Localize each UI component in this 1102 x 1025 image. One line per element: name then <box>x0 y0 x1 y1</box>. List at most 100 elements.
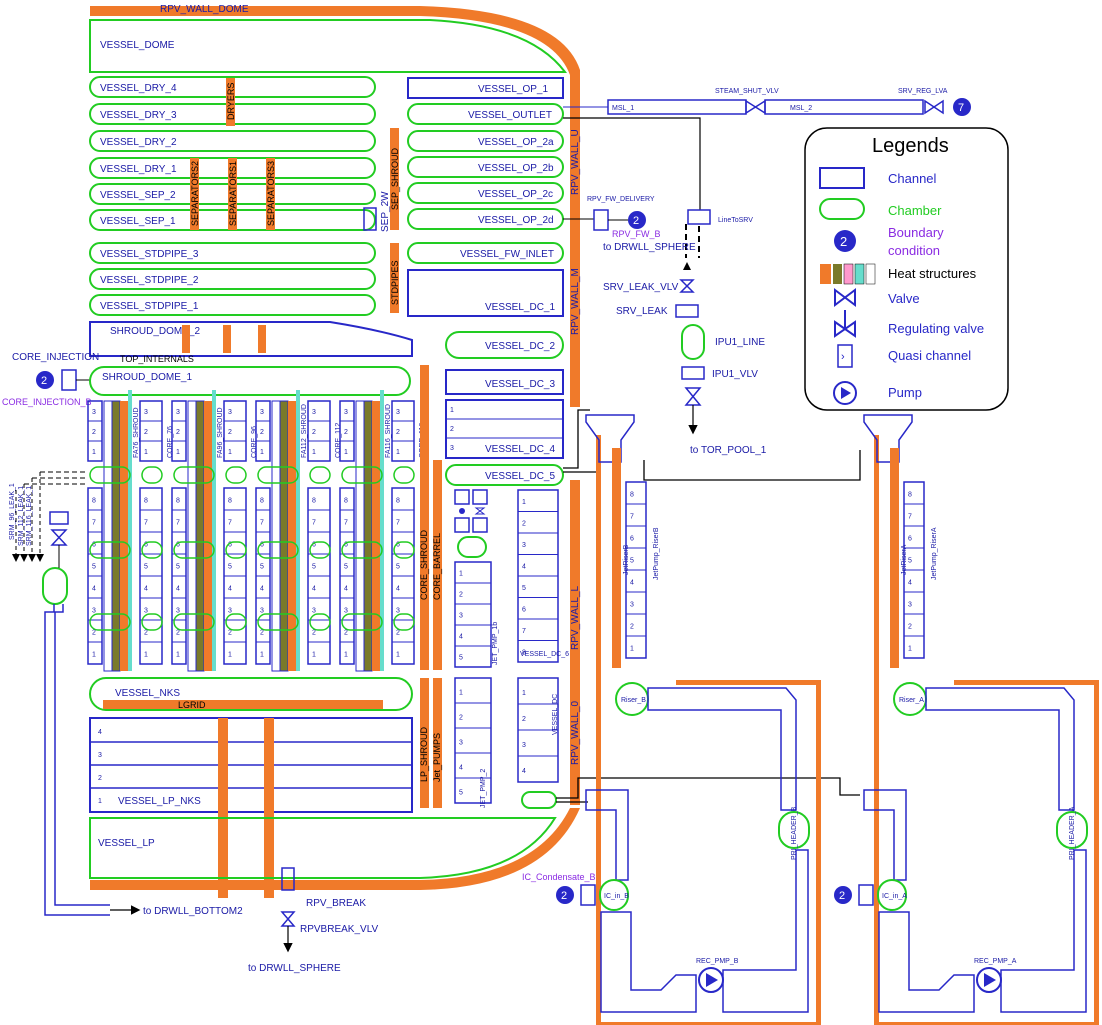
jet-pump-top[interactable] <box>454 489 488 558</box>
vessel-fw-inlet[interactable] <box>407 242 564 264</box>
separators2-heat <box>190 158 199 230</box>
msl-2[interactable] <box>764 99 924 115</box>
vessel-dry-2[interactable] <box>89 130 376 152</box>
legend-channel-icon <box>819 167 865 189</box>
legend-valve-label: Valve <box>888 291 920 306</box>
vessel-dc-3[interactable] <box>445 369 564 395</box>
ipu1-vlv-channel[interactable] <box>681 366 705 380</box>
core-injection-channel[interactable] <box>61 369 77 391</box>
shroud-dome-2[interactable] <box>89 321 413 357</box>
linetosrv-label: LineToSRV <box>718 217 753 224</box>
vessel-outlet[interactable] <box>407 103 564 125</box>
boundary-core-injection[interactable] <box>36 371 54 389</box>
vessel-op-2b[interactable] <box>407 156 564 178</box>
ipu1-vlv-label: IPU1_VLV <box>712 369 758 380</box>
core-col-a-cell-number: 2 <box>92 429 96 436</box>
vessel-stdpipe-1[interactable] <box>89 294 376 316</box>
boundary-rpv-fw[interactable] <box>628 211 646 229</box>
vessel-sep-1-label: VESSEL_SEP_1 <box>100 216 176 227</box>
rec-pump-glyph <box>706 973 718 987</box>
srm-leak-label-2: SRM_112_LEAK_1 <box>18 486 25 546</box>
rpv-wall-l <box>570 480 580 680</box>
vessel-nks[interactable] <box>89 677 413 711</box>
vessel-dc-4[interactable]: 123 <box>445 399 564 459</box>
legend-heat-label: Heat structures <box>888 266 977 281</box>
boundary-ic-b-number: 2 <box>561 890 567 902</box>
srv-leak-valve[interactable] <box>679 279 695 293</box>
legend-quasi-icon <box>837 344 853 368</box>
rec-pump-glyph <box>984 973 996 987</box>
shroud-dome-1[interactable] <box>89 366 411 396</box>
vessel-dc-5[interactable] <box>445 464 564 486</box>
core-col-a-lower-cell-number: 8 <box>176 497 180 504</box>
srm-leak-valve[interactable] <box>50 529 68 546</box>
core-col-a-lower-cell-number: 7 <box>260 519 264 526</box>
rpvbreak-valve[interactable] <box>280 911 296 927</box>
steam-shut-valve[interactable] <box>745 99 766 115</box>
core-label: CORE_112 <box>335 423 342 458</box>
jetriser-heat <box>890 448 899 668</box>
ic-b-channel[interactable] <box>580 884 596 906</box>
core-col-a-lower-cell-number: 2 <box>344 629 348 636</box>
vessel-stdpipe-3-label: VESSEL_STDPIPE_3 <box>100 249 199 260</box>
vessel-stdpipe-3[interactable] <box>89 242 376 264</box>
vessel-dc-7-cell-cell-number: 3 <box>522 742 526 749</box>
separators2-label: SEPARATORS2 <box>190 161 200 226</box>
boundary-ic-a[interactable] <box>834 886 852 904</box>
vessel-op-2a[interactable] <box>407 130 564 152</box>
srm-leak-channel[interactable] <box>49 511 69 525</box>
boundary-ic-b[interactable] <box>556 886 574 904</box>
core-col-b-cell-number: 2 <box>312 429 316 436</box>
srv-reg-valve[interactable] <box>924 99 944 115</box>
core-col-a-cell-number: 3 <box>176 409 180 416</box>
rpv-fw-delivery[interactable] <box>593 209 609 231</box>
vessel-op-1[interactable] <box>407 77 564 99</box>
core-col-b-lower-cell-number: 8 <box>144 497 148 504</box>
sep-2w-channel[interactable] <box>363 207 377 231</box>
vessel-op-2c-label: VESSEL_OP_2c <box>478 189 553 200</box>
lp-heat-1 <box>218 718 228 898</box>
core-col-a-lower-cell-number: 2 <box>92 629 96 636</box>
vessel-dc-6-cell-cell-number: 4 <box>522 563 526 570</box>
core-col-a-lower-cell-number: 3 <box>260 607 264 614</box>
core-col-a-lower-cell-number: 5 <box>260 563 264 570</box>
fuel-bar-teal <box>380 390 384 671</box>
fuel-bar-teal <box>296 390 300 671</box>
vessel-dome[interactable] <box>89 19 567 73</box>
boundary-7[interactable] <box>953 98 971 116</box>
ipu1-line[interactable] <box>681 324 705 360</box>
vessel-op-2c[interactable] <box>407 182 564 204</box>
lower-dc-chamber[interactable] <box>521 791 557 809</box>
vessel-stdpipe-2[interactable] <box>89 268 376 290</box>
srm-leak-chamber[interactable] <box>42 567 68 605</box>
vessel-lp[interactable] <box>89 817 557 879</box>
line-to-srv[interactable] <box>687 209 711 225</box>
core-col-b-lower-cell-number: 3 <box>228 607 232 614</box>
legend-regvalve-label: Regulating valve <box>888 321 984 336</box>
ipu1-valve[interactable] <box>684 387 702 406</box>
core-chamber-small <box>225 613 247 631</box>
vessel-dc-6-cell-cell-number: 7 <box>522 628 526 635</box>
ic-a-channel[interactable] <box>858 884 874 906</box>
core-col-b-lower-cell-number: 1 <box>228 651 232 658</box>
vessel-dc-1[interactable] <box>407 269 564 317</box>
core-col-a-lower-cell-number: 4 <box>92 585 96 592</box>
vessel-dc-2[interactable] <box>445 331 564 359</box>
core-col-a-lower-cell-number: 4 <box>260 585 264 592</box>
jetpump-riser-cell-cell-number: 3 <box>630 601 634 608</box>
fa-shroud-label: FA112_SHROUD <box>301 404 308 458</box>
jet-pmp-1b-cell-cell-number: 4 <box>459 634 463 641</box>
core-chamber <box>89 613 131 631</box>
srv-leak-vlv-label: SRV_LEAK_VLV <box>603 282 679 293</box>
srv-leak[interactable] <box>675 304 699 318</box>
svg-text:1: 1 <box>98 798 102 805</box>
core-col-b-lower-cell-number: 4 <box>396 585 400 592</box>
rpv-break-channel[interactable] <box>281 867 295 891</box>
core-col-a-frame <box>339 400 355 462</box>
